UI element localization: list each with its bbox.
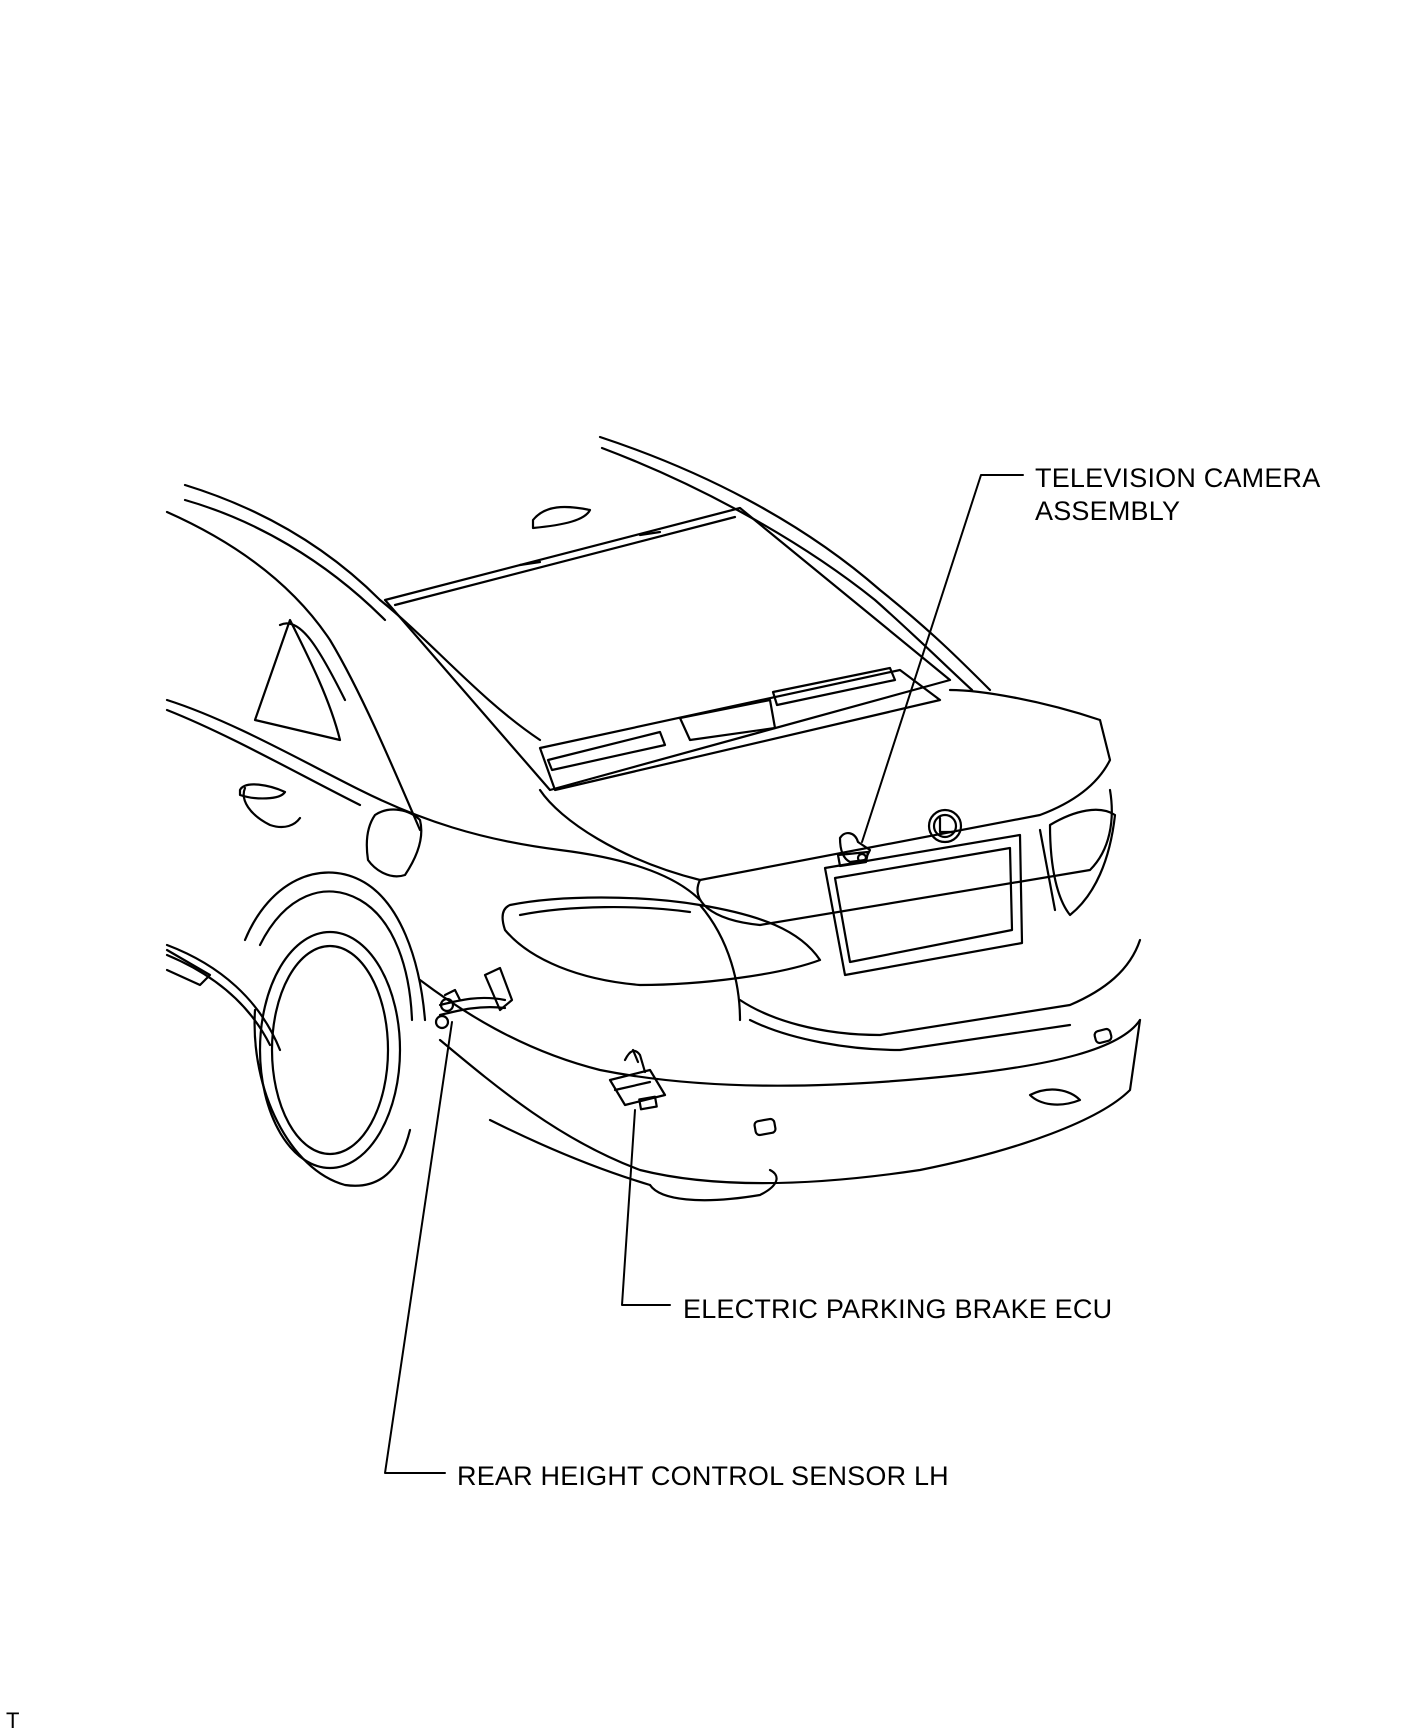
figure-code: T — [6, 1708, 20, 1733]
tail-light-left — [501, 896, 822, 1022]
tail-light-right — [1038, 808, 1117, 917]
license-plate — [823, 833, 1024, 977]
side-glass — [253, 618, 347, 742]
fuel-door — [365, 808, 423, 878]
rear-window — [383, 506, 952, 792]
tv-camera-component — [836, 832, 872, 868]
rear-deck — [538, 666, 942, 792]
leader-rear-height — [384, 1021, 453, 1474]
leader-epb-ecu — [621, 1109, 671, 1306]
tv-camera-label: TELEVISION CAMERA ASSEMBLY — [1035, 462, 1320, 528]
parking-brake-ecu-label: ELECTRIC PARKING BRAKE ECU — [683, 1294, 1113, 1324]
leader-tv-camera — [861, 474, 1024, 843]
rear-height-sensor-label: REAR HEIGHT CONTROL SENSOR LH — [457, 1461, 949, 1491]
leader-lines — [384, 474, 1024, 1474]
tv-camera-label-line2: ASSEMBLY — [1035, 496, 1181, 526]
height-sensor-component — [434, 966, 514, 1030]
door-handle — [238, 783, 302, 829]
epb-ecu-component — [608, 1048, 667, 1111]
trunk-lid — [538, 688, 1113, 927]
roof-lines — [165, 435, 992, 832]
rear-wheel — [243, 871, 427, 1187]
tv-camera-label-line1: TELEVISION CAMERA — [1035, 463, 1321, 493]
shark-fin-antenna — [531, 505, 592, 530]
rear-bumper — [418, 938, 1142, 1202]
body-side — [165, 698, 702, 1052]
